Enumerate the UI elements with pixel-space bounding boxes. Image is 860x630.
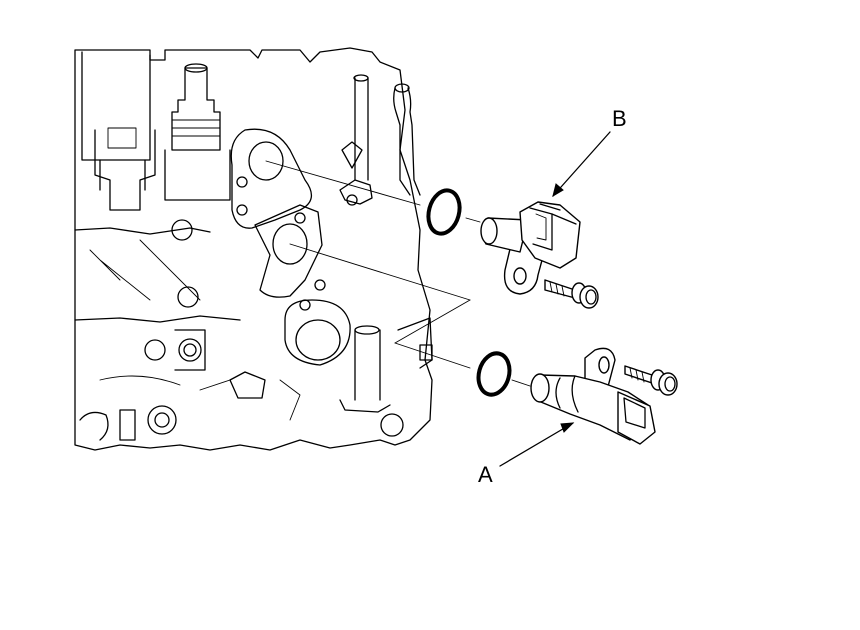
label-b: B [612,106,627,131]
alignment-lines [265,160,531,387]
label-a: A [478,462,493,487]
o-ring-upper [426,188,462,236]
crankshaft-position-sensor [480,201,581,295]
o-ring-lower [476,351,512,397]
bolt-lower [624,365,678,396]
callout-b: B [552,106,627,198]
camshaft-position-sensor [530,347,656,445]
engine-block [74,47,433,451]
callout-a: A [478,422,575,487]
bolt-upper [544,279,599,309]
